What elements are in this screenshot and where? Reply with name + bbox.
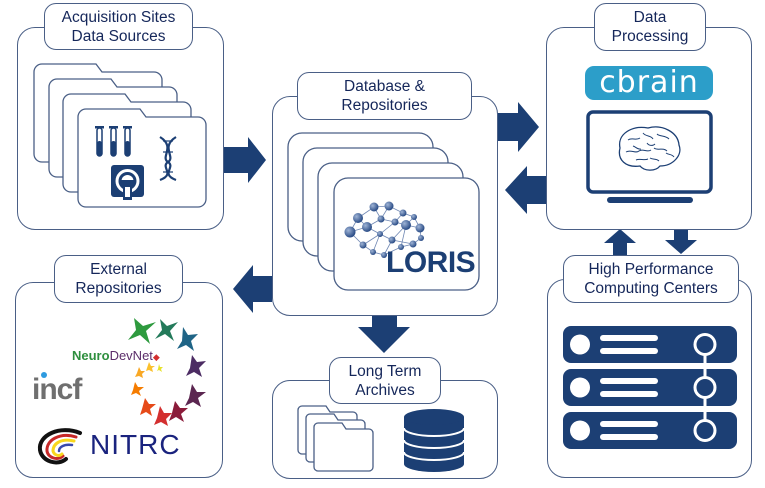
- mri-scanner-icon: [111, 165, 144, 200]
- external-label-line-2: Repositories: [75, 280, 162, 297]
- hpc-label-line-1: High Performance: [588, 261, 714, 278]
- acquisition-label: Acquisition Sites Data Sources: [44, 3, 193, 50]
- dna-icon: [159, 136, 177, 182]
- archives-label-line-2: Archives: [355, 381, 415, 399]
- hpc-label-line-2: Computing Centers: [584, 280, 718, 297]
- arrow-acquisition-to-database: [222, 137, 266, 183]
- nitrc-logo-text: NITRC: [90, 429, 181, 460]
- processing-label-line-1: Data: [633, 9, 667, 26]
- cbrain-logo: cbrain: [585, 66, 713, 100]
- incf-dot-icon: [41, 372, 47, 378]
- brain-icon: [618, 126, 681, 171]
- archives-label: Long Term Archives: [329, 357, 441, 404]
- incf-logo: incf: [30, 372, 110, 412]
- loris-logo-text: LORIS: [386, 246, 476, 279]
- processing-label-line-2: Processing: [611, 28, 689, 45]
- neurodevnet-logo-rest: DevNet: [109, 348, 153, 363]
- database-cylinder-icon: [403, 409, 465, 472]
- incf-logo-text: incf: [32, 373, 82, 406]
- acquisition-label-line-1: Acquisition Sites: [61, 8, 176, 26]
- arrow-processing-to-hpc: [665, 230, 697, 254]
- neurodevnet-logo-bold: Neuro: [72, 348, 110, 363]
- database-label-line-1: Database &: [344, 78, 425, 95]
- arrow-hpc-to-processing: [604, 229, 636, 256]
- test-tubes-icon: [95, 126, 132, 157]
- hpc-label: High Performance Computing Centers: [563, 255, 739, 303]
- cbrain-logo-text: cbrain: [599, 65, 699, 100]
- processing-label: Data Processing: [594, 3, 706, 51]
- neurodevnet-dot-icon: ◆: [152, 352, 160, 362]
- arrow-database-to-processing: [497, 102, 539, 152]
- arrow-database-to-external: [233, 265, 272, 313]
- arrow-processing-to-database: [505, 166, 546, 214]
- external-panel: [15, 282, 223, 478]
- acquisition-label-line-2: Data Sources: [71, 27, 166, 45]
- archives-label-line-1: Long Term: [348, 362, 422, 380]
- neurodevnet-logo: NeuroDevNet◆: [72, 349, 160, 364]
- arrow-database-to-archives: [358, 316, 410, 353]
- database-label: Database & Repositories: [297, 72, 472, 120]
- external-label: External Repositories: [54, 255, 183, 303]
- database-label-line-2: Repositories: [341, 97, 428, 114]
- external-label-line-1: External: [90, 261, 147, 278]
